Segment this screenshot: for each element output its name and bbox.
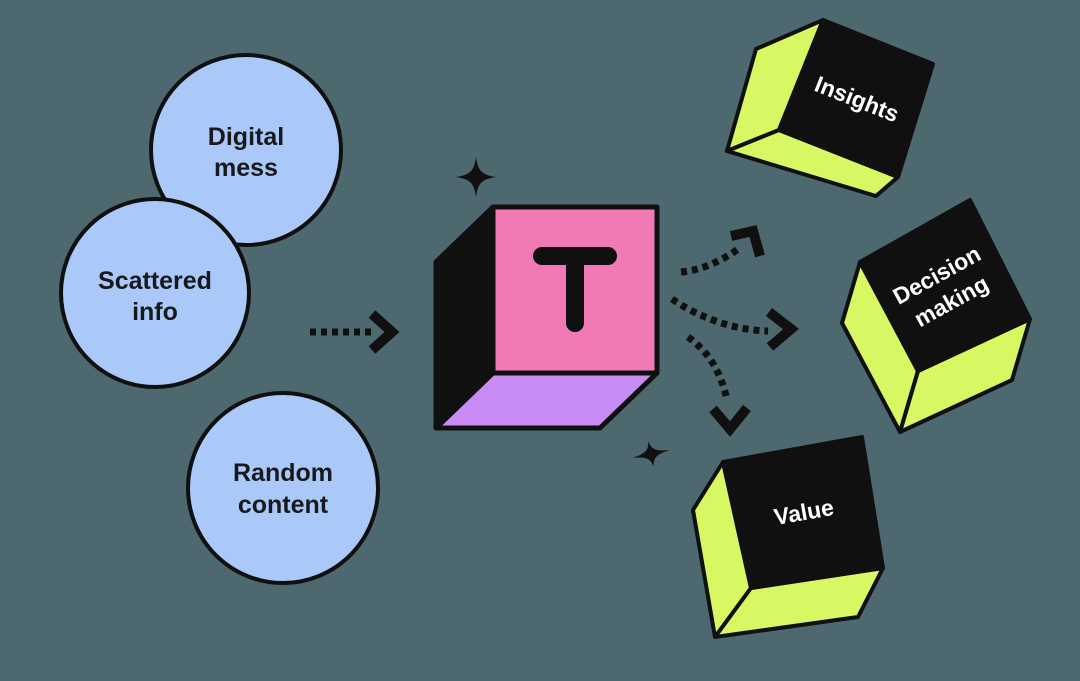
output-cube-insights: Insights <box>725 18 935 198</box>
circle-shape <box>59 197 251 389</box>
processor-cube <box>433 204 660 431</box>
t-logo <box>533 247 617 332</box>
t-logo-stem <box>566 247 584 332</box>
output-cube-decision-making: Decision making <box>840 198 1032 434</box>
input-label-line: Scattered <box>98 267 212 295</box>
cube-front-face <box>721 435 885 590</box>
arrowhead-icon <box>368 310 400 354</box>
input-circle-digital-mess: Digital mess <box>149 53 343 247</box>
input-label-line: content <box>238 491 329 519</box>
output-cube-value: Value <box>691 435 885 639</box>
arrowhead-icon <box>765 308 799 351</box>
dashed-line <box>680 244 744 276</box>
circle-shape <box>186 391 380 585</box>
arrowhead-icon <box>709 404 751 437</box>
sparkle-icon <box>456 157 496 197</box>
input-label-line: Random <box>233 459 333 487</box>
input-label-line: mess <box>214 154 278 182</box>
arrowhead-icon <box>729 225 765 258</box>
dashed-line <box>670 296 769 335</box>
sparkle-icon <box>632 441 670 467</box>
arrow-to-insights <box>680 225 765 276</box>
arrow-inputs-to-processor <box>310 310 400 354</box>
cube-front-face <box>777 18 935 179</box>
cube-top-face <box>858 198 1032 373</box>
circle-shape <box>149 53 343 247</box>
input-label-line: Digital <box>208 123 284 151</box>
input-circle-scattered-info: Scattered info <box>59 197 251 389</box>
input-label-line: info <box>132 298 178 326</box>
arrow-to-decision-making <box>670 296 799 351</box>
arrow-to-value <box>685 334 751 437</box>
dashed-line <box>685 334 731 401</box>
input-circle-random-content: Random content <box>186 391 380 585</box>
